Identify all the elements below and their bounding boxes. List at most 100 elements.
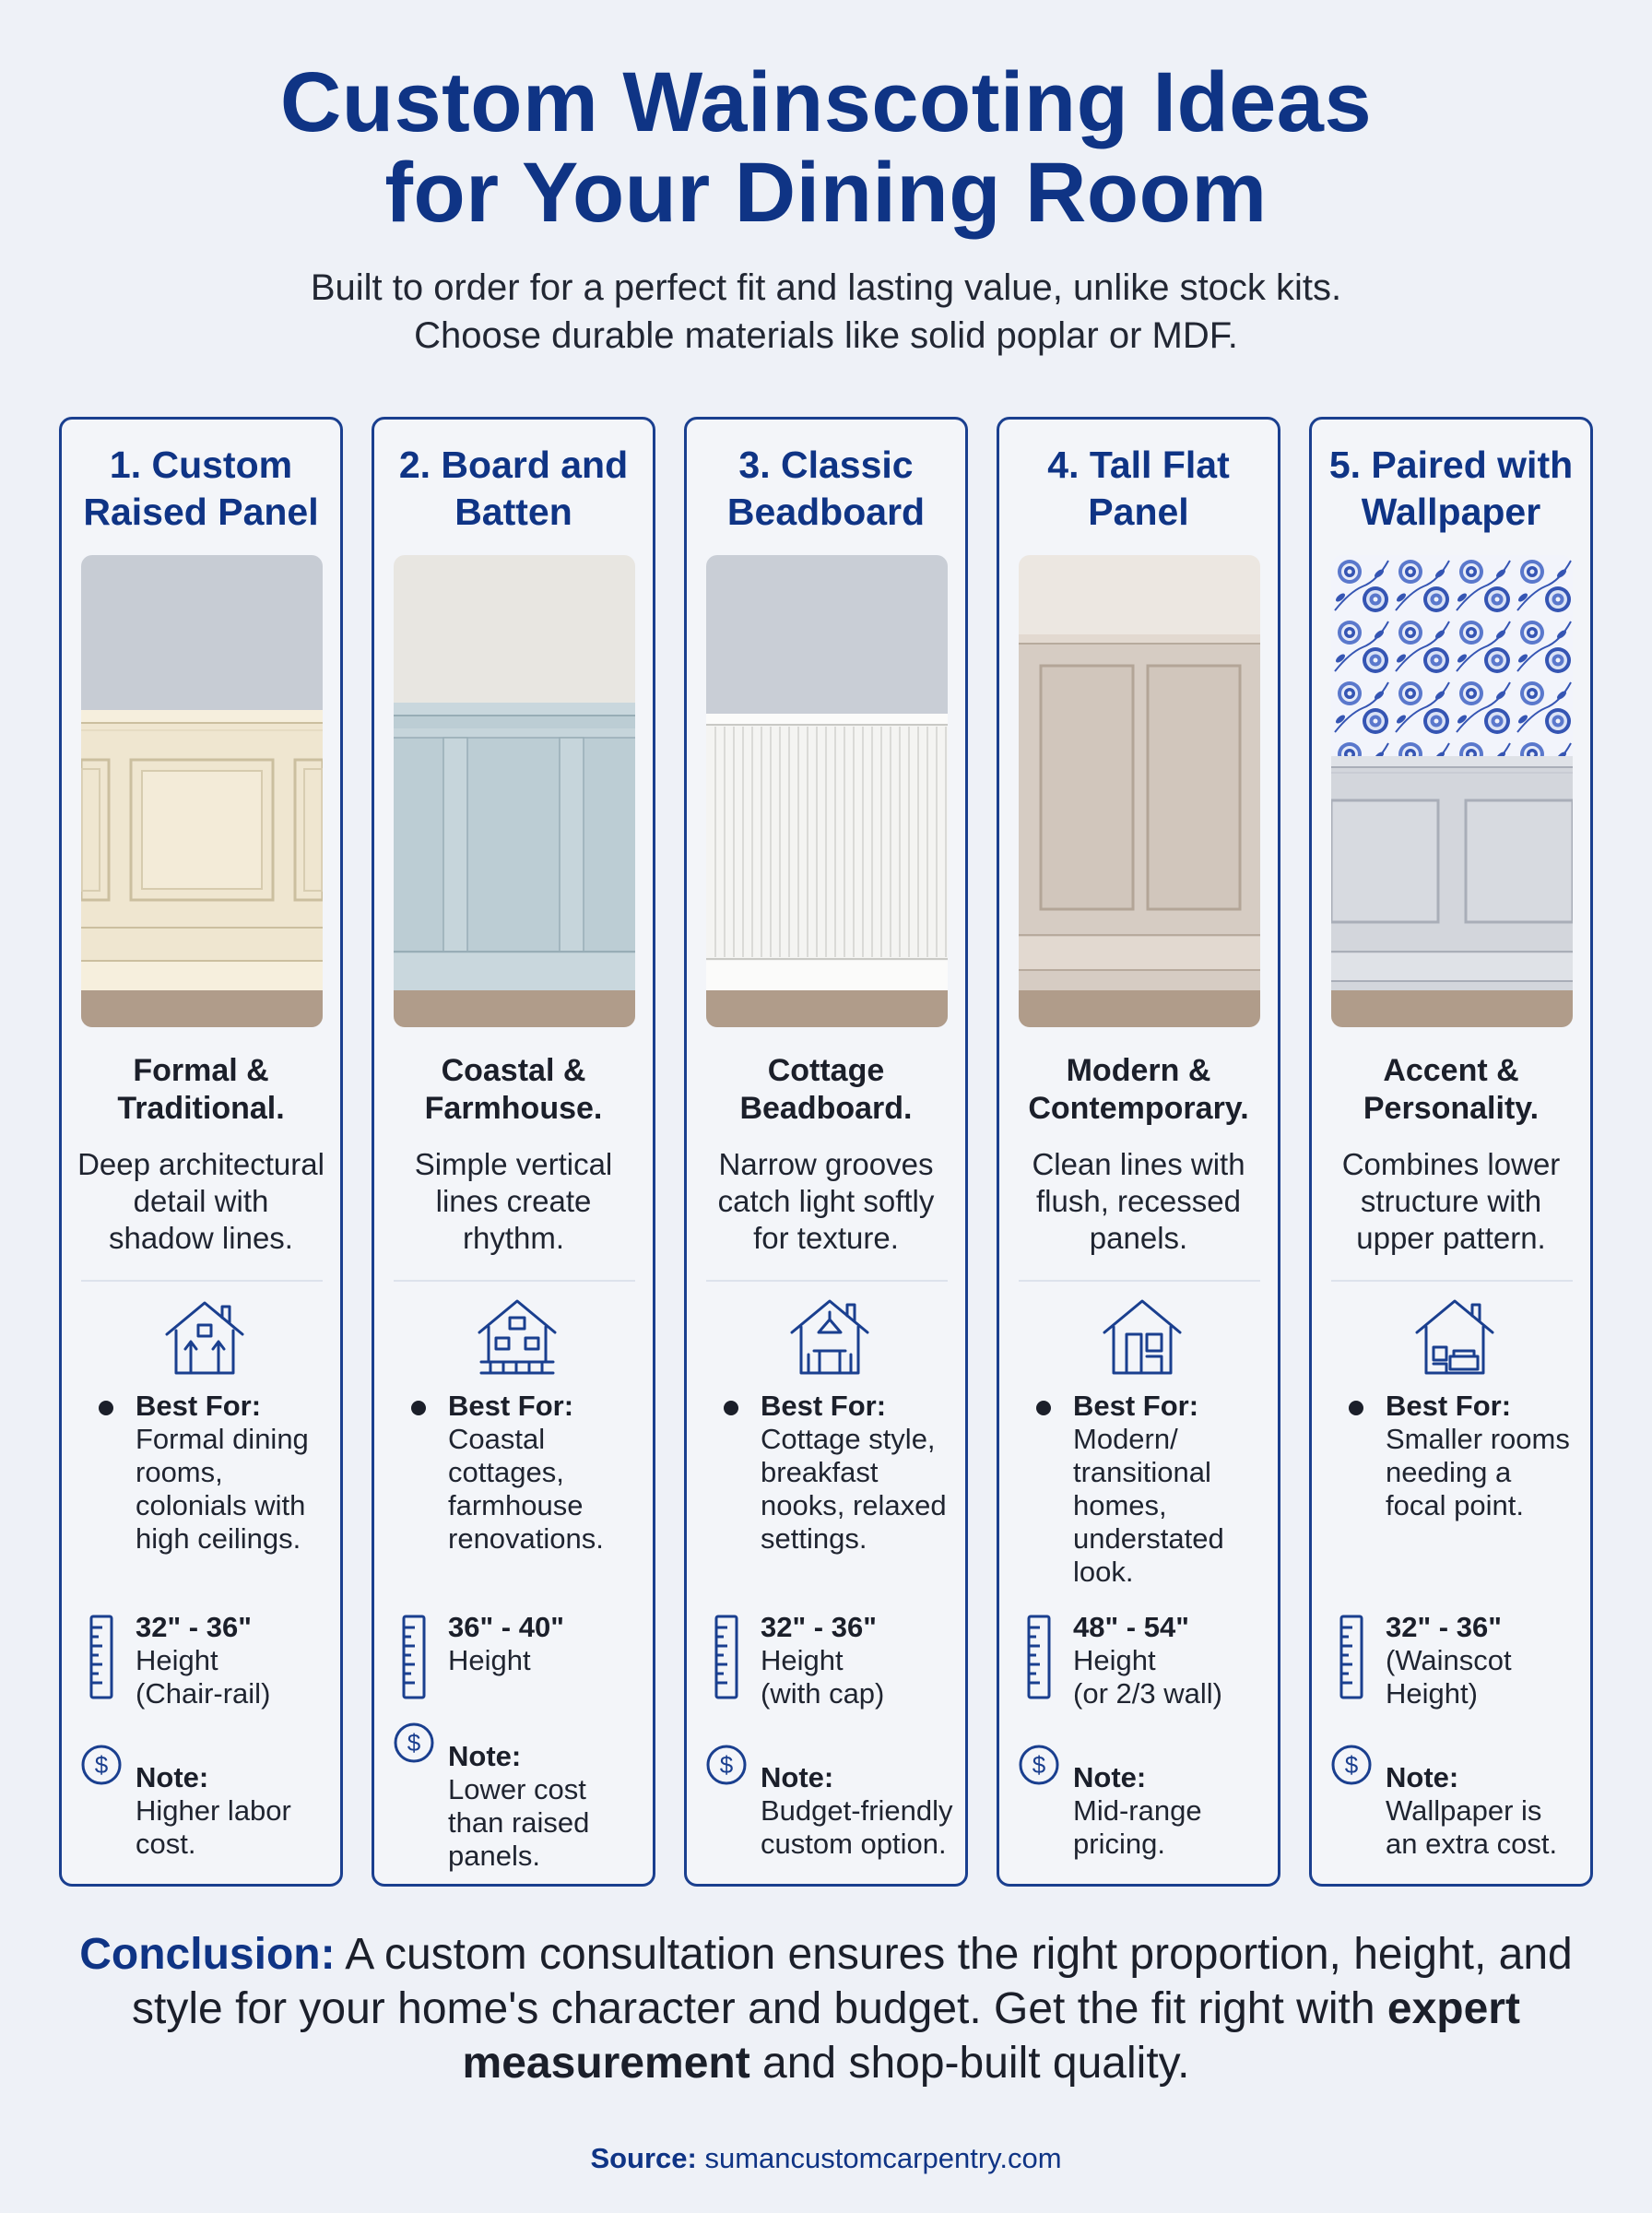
- ruler-icon: [89, 1615, 113, 1699]
- card-style-line: Personality.: [1363, 1091, 1540, 1126]
- note-line: pricing.: [1073, 1828, 1165, 1860]
- card-title: 5. Paired with Wallpaper: [1312, 442, 1590, 536]
- card-style-line: Contemporary.: [1028, 1091, 1249, 1126]
- desc-line: structure with: [1360, 1184, 1542, 1218]
- card-divider: [394, 1280, 635, 1282]
- height-value: 32" - 36": [136, 1611, 252, 1643]
- card-style: Cottage Beadboard.: [687, 1052, 965, 1128]
- beadboard-illustration: [706, 555, 948, 1027]
- card-title-line: Wallpaper: [1361, 491, 1541, 533]
- modern-house-icon: [1103, 1299, 1182, 1375]
- height-value: 36" - 40": [448, 1611, 564, 1643]
- height-text: Height (with cap): [761, 1644, 968, 1710]
- svg-text:$: $: [407, 1729, 421, 1757]
- best-for-line: renovations.: [448, 1522, 604, 1555]
- height-line: Height: [136, 1644, 218, 1676]
- card-title-line: 1. Custom: [109, 444, 293, 486]
- wallpaper-illustration: [1331, 555, 1573, 1027]
- best-for-line: Modern/: [1073, 1423, 1178, 1455]
- card-style-line: Traditional.: [117, 1091, 285, 1126]
- bullet-dot: [411, 1401, 426, 1415]
- desc-line: rhythm.: [462, 1221, 565, 1255]
- sofa-house-icon: [1415, 1299, 1494, 1375]
- desc-line: Deep architectural: [77, 1147, 324, 1181]
- card-style-line: Modern &: [1066, 1053, 1211, 1088]
- card-paired-with-wallpaper: 5. Paired with Wallpaper: [1309, 417, 1593, 1887]
- dollar-icon: $: [1331, 1745, 1372, 1785]
- note-text: Lower cost than raised panels.: [448, 1773, 655, 1873]
- desc-line: Narrow grooves: [718, 1147, 934, 1181]
- card-board-and-batten: 2. Board and Batten Coastal & Farmhouse.: [372, 417, 655, 1887]
- ruler-icon: [714, 1615, 738, 1699]
- height-line: (or 2/3 wall): [1073, 1677, 1222, 1710]
- note-text: Budget-friendly custom option.: [761, 1794, 968, 1861]
- best-for-line: needing a: [1386, 1456, 1512, 1488]
- conclusion-emphasis: expert measurement: [462, 1984, 1520, 2088]
- desc-line: flush, recessed: [1036, 1184, 1241, 1218]
- desc-line: shadow lines.: [109, 1221, 293, 1255]
- dollar-icon: $: [394, 1722, 434, 1763]
- best-for-line: homes,: [1073, 1489, 1167, 1521]
- card-description: Narrow grooves catch light softly for te…: [692, 1146, 960, 1257]
- svg-text:$: $: [1345, 1751, 1359, 1779]
- dollar-icon: $: [81, 1745, 122, 1785]
- card-title-line: Raised Panel: [83, 491, 319, 533]
- note-label: Note:: [761, 1761, 834, 1793]
- subtitle-line-2: Choose durable materials like solid popl…: [414, 315, 1238, 356]
- page-title: Custom Wainscoting Ideas for Your Dining…: [0, 57, 1652, 238]
- card-title-line: 4. Tall Flat: [1047, 444, 1230, 486]
- card-beadboard: 3. Classic Beadboard Cottage Beadboard. …: [684, 417, 968, 1887]
- card-title: 3. Classic Beadboard: [687, 442, 965, 536]
- dollar-icon: $: [706, 1745, 747, 1785]
- tall-flat-panel-illustration: [1019, 555, 1260, 1027]
- height-line: (Wainscot: [1386, 1644, 1512, 1676]
- svg-text:$: $: [1032, 1751, 1046, 1779]
- best-for-line: understated: [1073, 1522, 1224, 1555]
- card-title-line: 2. Board and: [398, 444, 629, 486]
- title-line-2: for Your Dining Room: [384, 146, 1268, 240]
- ruler-icon: [402, 1615, 426, 1699]
- conclusion-lead: Conclusion:: [79, 1930, 336, 1979]
- conclusion-text: Conclusion: A custom consultation ensure…: [55, 1927, 1597, 2090]
- best-for-line: focal point.: [1386, 1489, 1524, 1521]
- card-description: Clean lines with flush, recessed panels.: [1005, 1146, 1272, 1257]
- card-style: Accent & Personality.: [1312, 1052, 1590, 1128]
- card-style-line: Beadboard.: [739, 1091, 913, 1126]
- card-style: Coastal & Farmhouse.: [374, 1052, 653, 1128]
- best-for-line: Formal dining: [136, 1423, 309, 1455]
- note-label: Note:: [1386, 1761, 1459, 1793]
- best-for-line: high ceilings.: [136, 1522, 301, 1555]
- title-line-1: Custom Wainscoting Ideas: [279, 55, 1373, 149]
- card-title: 2. Board and Batten: [374, 442, 653, 536]
- best-for-text: Modern/ transitional homes, understated …: [1073, 1423, 1280, 1589]
- card-tall-flat-panel: 4. Tall Flat Panel Modern & Contemporary…: [997, 417, 1280, 1887]
- best-for-line: look.: [1073, 1556, 1134, 1588]
- card-title: 4. Tall Flat Panel: [999, 442, 1278, 536]
- best-for-line: cottages,: [448, 1456, 564, 1488]
- best-for-label: Best For:: [1073, 1390, 1199, 1422]
- card-raised-panel: 1. Custom Raised Panel: [59, 417, 343, 1887]
- farmhouse-icon: [478, 1299, 557, 1375]
- note-line: Lower cost: [448, 1773, 586, 1805]
- note-line: an extra cost.: [1386, 1828, 1558, 1860]
- card-style-line: Coastal &: [441, 1053, 586, 1088]
- height-text: (Wainscot Height): [1386, 1644, 1593, 1710]
- desc-line: upper pattern.: [1356, 1221, 1546, 1255]
- bullet-dot: [99, 1401, 113, 1415]
- best-for-line: colonials with: [136, 1489, 306, 1521]
- note-label: Note:: [448, 1740, 522, 1772]
- note-label: Note:: [1073, 1761, 1147, 1793]
- card-description: Deep architectural detail with shadow li…: [67, 1146, 335, 1257]
- note-line: Budget-friendly: [761, 1794, 953, 1827]
- height-value: 32" - 36": [761, 1611, 877, 1643]
- best-for-text: Smaller rooms needing a focal point.: [1386, 1423, 1593, 1522]
- height-line: Height: [761, 1644, 844, 1676]
- note-text: Mid-range pricing.: [1073, 1794, 1280, 1861]
- note-line: panels.: [448, 1840, 540, 1872]
- note-line: Mid-range: [1073, 1794, 1202, 1827]
- best-for-line: Cottage style,: [761, 1423, 936, 1455]
- svg-text:$: $: [720, 1751, 734, 1779]
- best-for-text: Coastal cottages, farmhouse renovations.: [448, 1423, 655, 1556]
- subtitle-line-1: Built to order for a perfect fit and las…: [310, 267, 1342, 308]
- card-style-line: Farmhouse.: [424, 1091, 603, 1126]
